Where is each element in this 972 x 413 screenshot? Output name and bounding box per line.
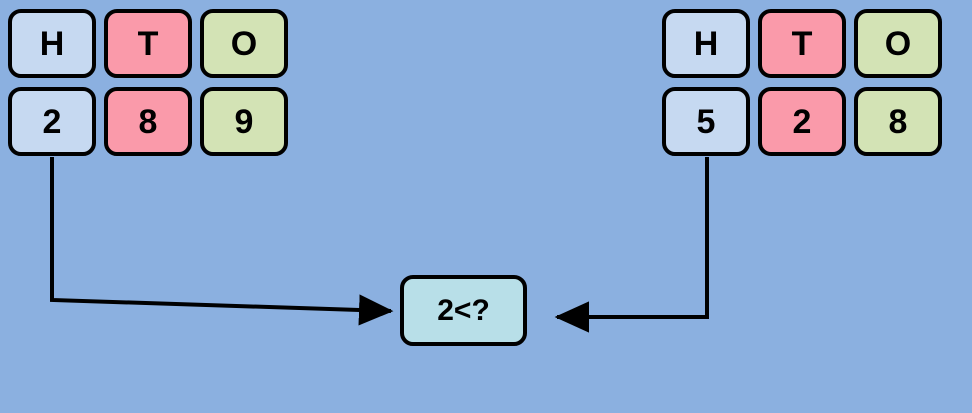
left-hundreds-digit[interactable]: 2 [8,87,96,156]
right-hundreds-digit[interactable]: 5 [662,87,750,156]
left-digit-row: 2 8 9 [8,87,288,156]
left-tens-header: T [104,9,192,78]
right-tens-header: T [758,9,846,78]
right-header-row: H T O [662,9,942,78]
right-tens-digit[interactable]: 2 [758,87,846,156]
right-hundreds-header: H [662,9,750,78]
right-digit-row: 5 2 8 [662,87,942,156]
connector-right-to-compare [554,157,709,333]
right-ones-digit[interactable]: 8 [854,87,942,156]
left-tens-digit[interactable]: 8 [104,87,192,156]
left-ones-header: O [200,9,288,78]
left-hundreds-header: H [8,9,96,78]
comparison-box[interactable]: 2<? [400,275,527,346]
right-place-value-chart: H T O 5 2 8 [662,9,942,156]
connector-left-to-compare [50,157,394,326]
left-ones-digit[interactable]: 9 [200,87,288,156]
right-ones-header: O [854,9,942,78]
left-place-value-chart: H T O 2 8 9 [8,9,288,156]
left-header-row: H T O [8,9,288,78]
